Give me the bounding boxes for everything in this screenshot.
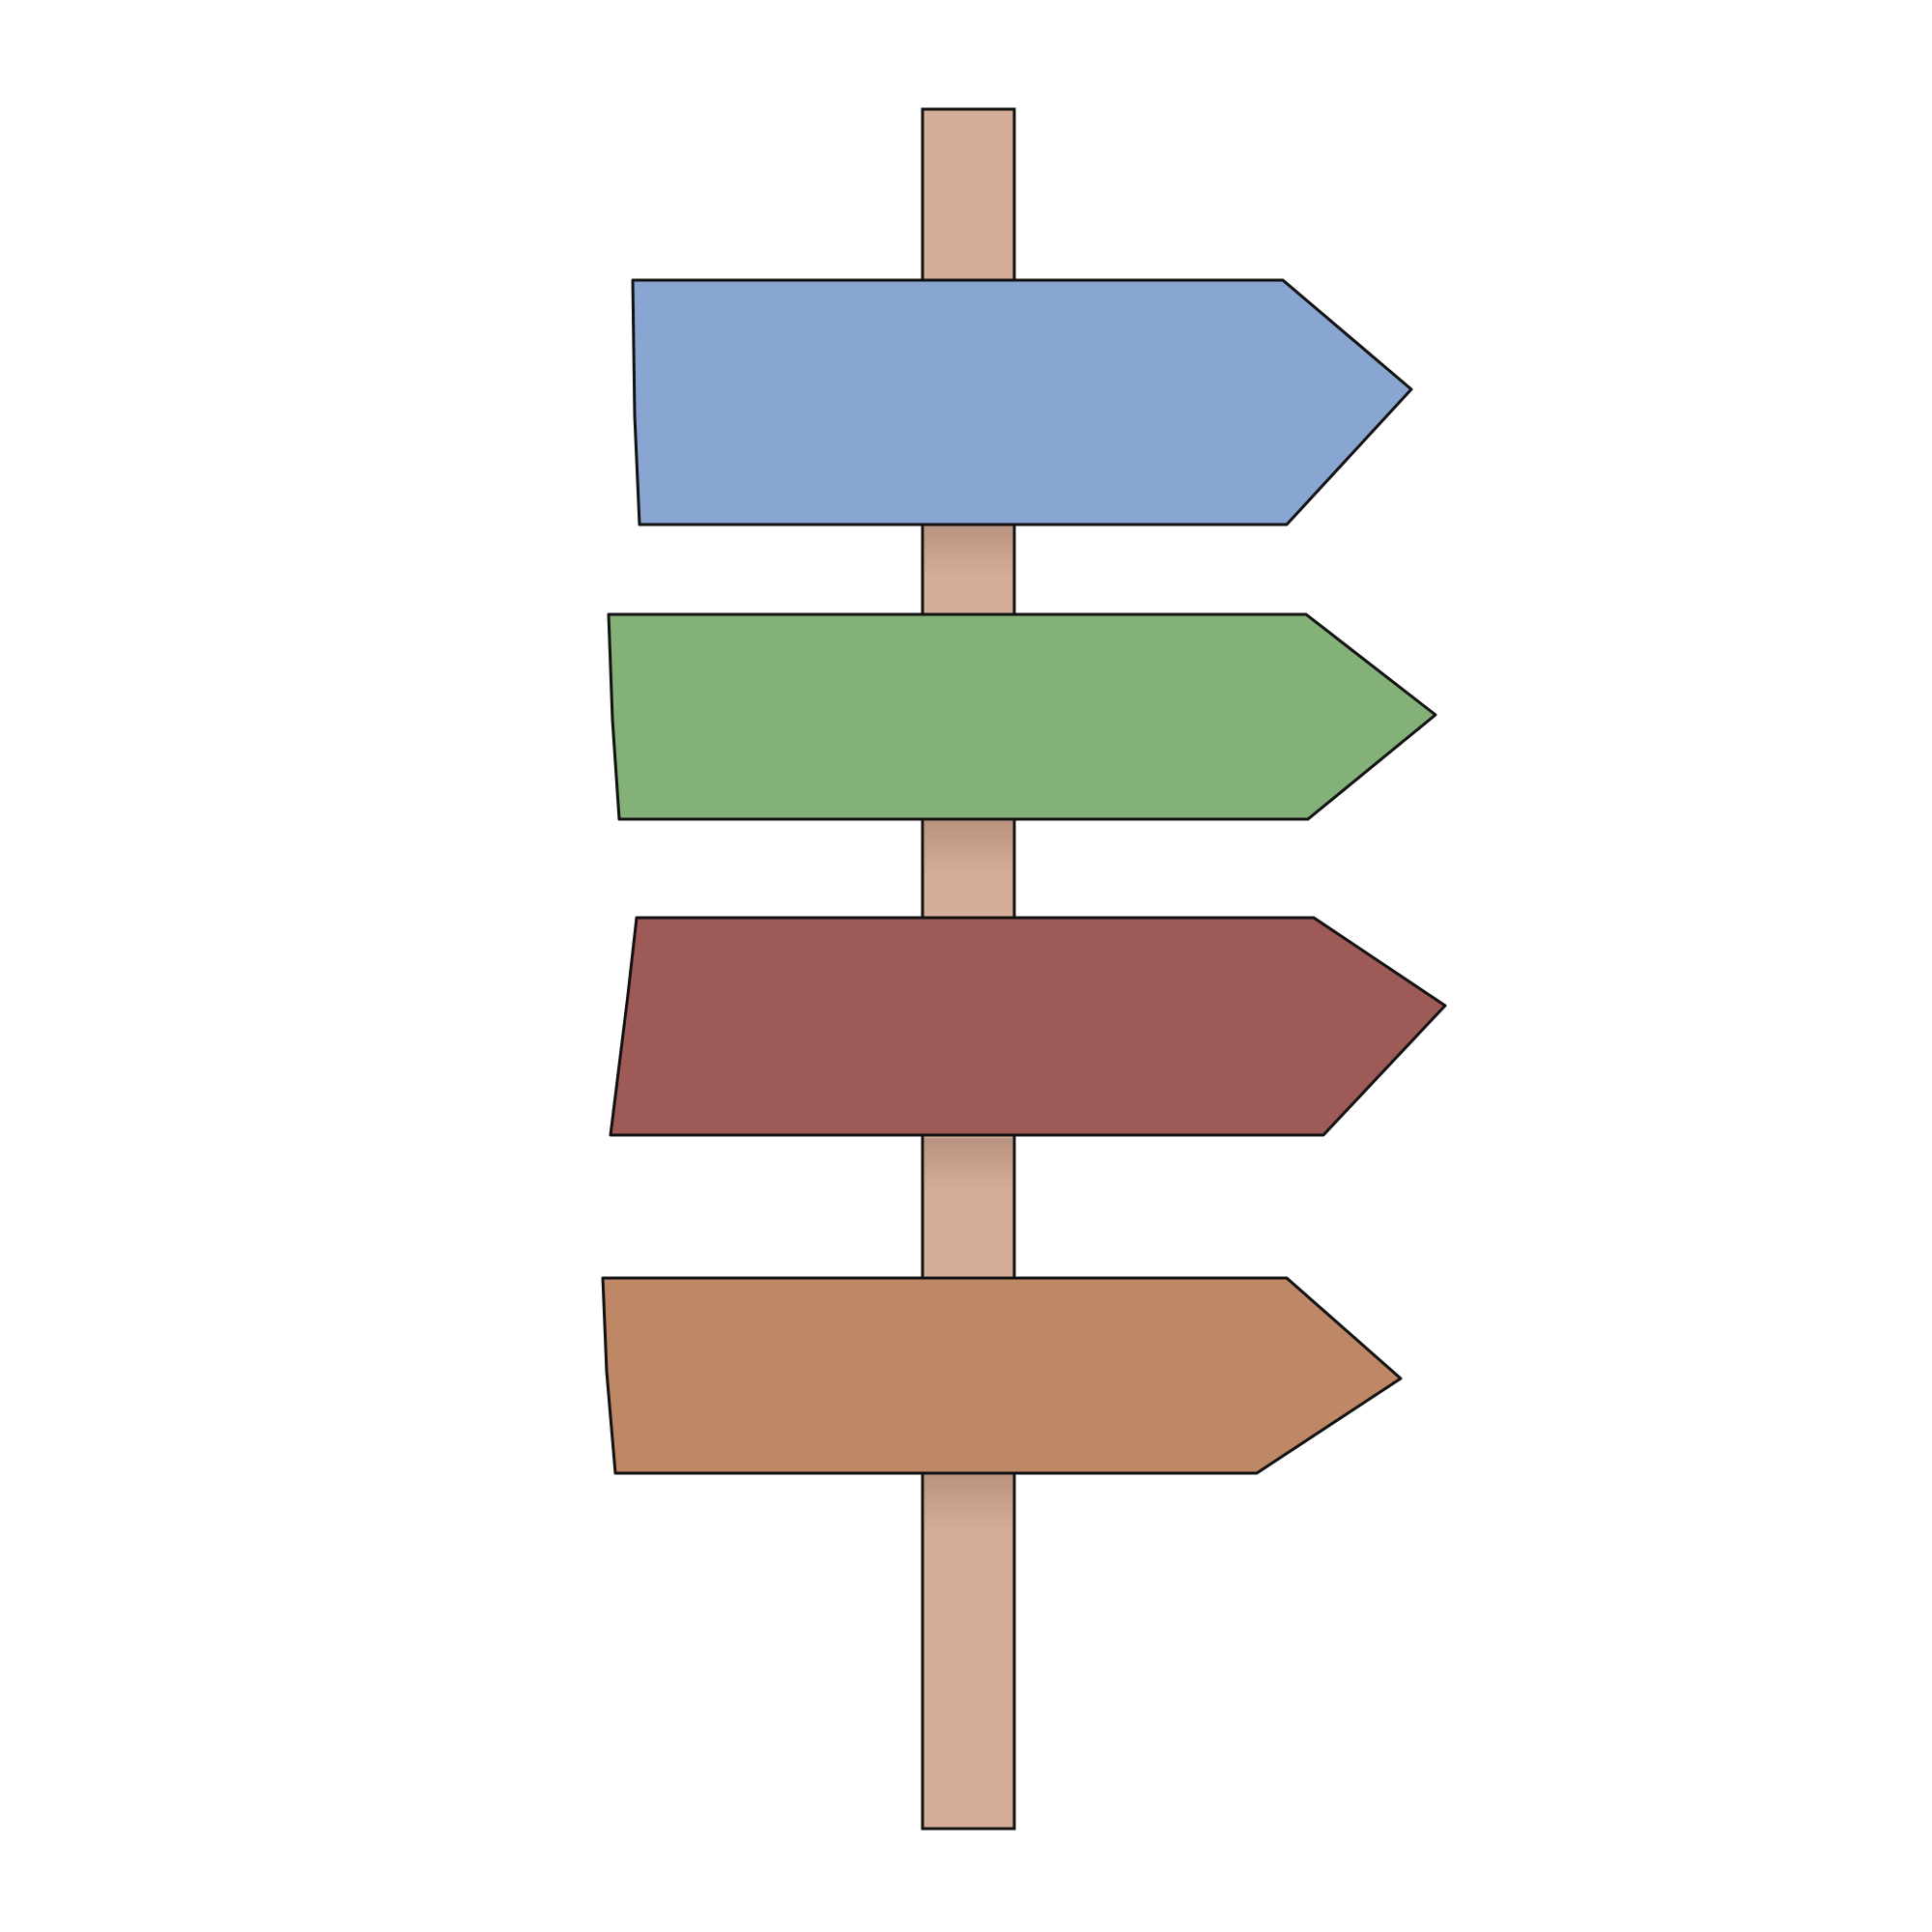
arrow-sign-4 [601, 1276, 1403, 1475]
arrow-sign-2 [607, 612, 1437, 821]
post-shadow [924, 525, 1012, 578]
post-shadow [924, 821, 1012, 874]
post-shadow [924, 1474, 1012, 1532]
signs-group [601, 278, 1447, 1475]
arrow-sign-1 [631, 278, 1413, 526]
post-shadow [924, 1138, 1012, 1191]
arrow-sign-3 [609, 916, 1447, 1137]
